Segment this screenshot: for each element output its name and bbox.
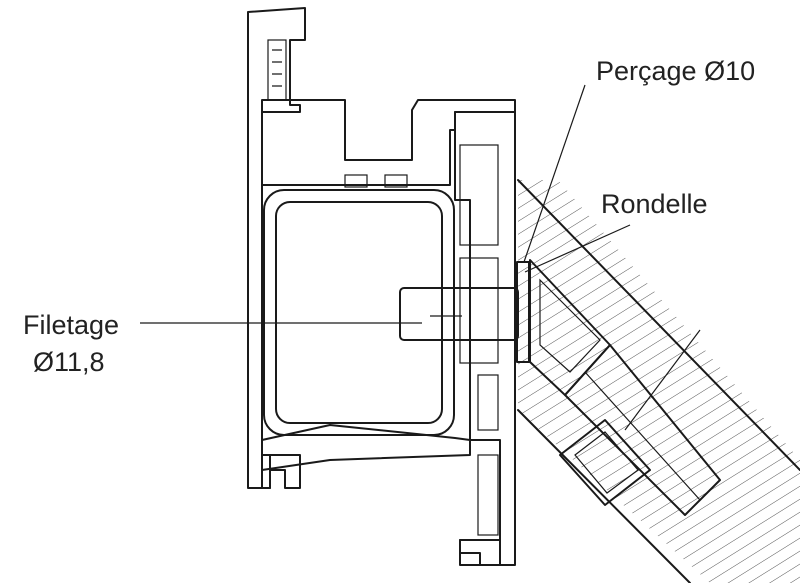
thread-label-line2: Ø11,8 (33, 347, 105, 377)
thread-label-line1: Filetage (23, 310, 119, 340)
profile-chambers (267, 39, 499, 536)
threaded-rod (399, 287, 519, 341)
drilling-label: Perçage Ø10 (596, 56, 755, 86)
insert-tube (263, 189, 455, 436)
washer-label: Rondelle (601, 189, 708, 219)
aluminium-profile (247, 7, 516, 566)
wall-section (517, 179, 800, 583)
leader-lines (140, 84, 701, 431)
wall-anchor (529, 259, 721, 516)
